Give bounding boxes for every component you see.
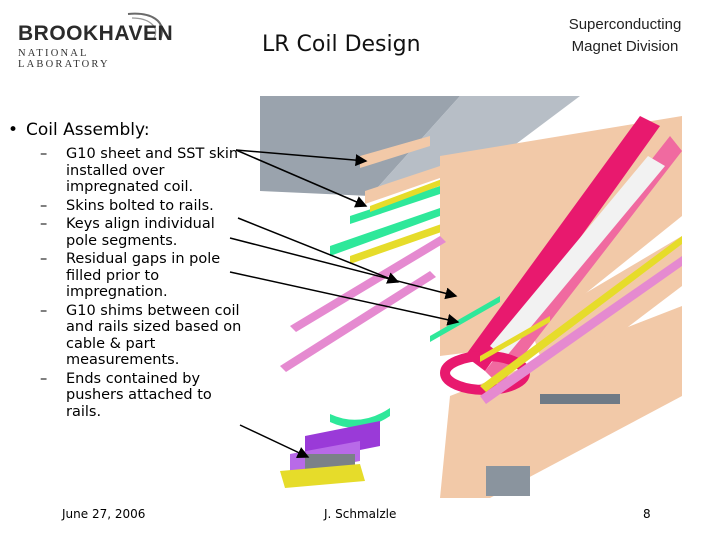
coil-racetrack-left bbox=[465, 116, 660, 371]
main-bullet-text: Coil Assembly: bbox=[26, 120, 150, 140]
g10-sheet bbox=[360, 136, 430, 168]
sub-bullet-text: G10 shims between coil and rails sized b… bbox=[66, 302, 242, 369]
sub-bullet-text: Skins bolted to rails. bbox=[66, 197, 214, 214]
rail-strip-small bbox=[480, 316, 550, 362]
sub-bullet-text: Residual gaps in pole filled prior to im… bbox=[66, 251, 221, 300]
sub-bullet-item: – Keys align individual pole segments. bbox=[40, 216, 250, 249]
rail-strip-right bbox=[480, 236, 682, 392]
brookhaven-logo: BROOKHAVEN NATIONAL LABORATORY bbox=[10, 10, 180, 70]
division-line-1: Superconducting bbox=[568, 16, 682, 33]
label-tag bbox=[540, 394, 620, 404]
g10-shim bbox=[365, 166, 440, 204]
dash-icon: – bbox=[40, 146, 48, 162]
sub-bullet-text: G10 sheet and SST skin installed over im… bbox=[66, 146, 239, 195]
dash-icon: – bbox=[40, 251, 48, 267]
footer-author: J. Schmalzle bbox=[324, 507, 397, 521]
sub-bullet-item: – Skins bolted to rails. bbox=[40, 198, 250, 215]
page-number: 8 bbox=[643, 507, 651, 521]
sub-bullet-item: – Ends contained by pushers attached to r… bbox=[40, 371, 250, 421]
footer-date: June 27, 2006 bbox=[62, 507, 146, 521]
dash-icon: – bbox=[40, 370, 48, 387]
main-bullet: • Coil Assembly: bbox=[8, 120, 150, 140]
division-name: Superconducting Magnet Division bbox=[548, 14, 702, 58]
sub-bullet-text: Keys align individual pole segments. bbox=[66, 216, 215, 249]
label-tag-stack bbox=[486, 466, 530, 496]
dash-icon: – bbox=[40, 197, 48, 214]
logo-wordmark: BROOKHAVEN bbox=[18, 22, 174, 45]
sub-bullet-list: – G10 sheet and SST skin installed over i… bbox=[40, 146, 250, 422]
key-strip bbox=[350, 186, 440, 224]
pink-shim-right bbox=[480, 256, 682, 404]
slide-title: LR Coil Design bbox=[262, 32, 421, 57]
dash-icon: – bbox=[40, 302, 48, 319]
rail-strip bbox=[370, 176, 450, 212]
sub-bullet-text: Ends contained by pushers attached to ra… bbox=[66, 370, 212, 420]
coil-assembly-render bbox=[250, 96, 682, 498]
key-strip-small bbox=[430, 296, 500, 342]
sub-bullet-item: – G10 shims between coil and rails sized … bbox=[40, 303, 250, 369]
pusher-plate bbox=[280, 464, 365, 488]
logo-subtitle: NATIONAL LABORATORY bbox=[18, 48, 110, 70]
division-line-2: Magnet Division bbox=[571, 38, 679, 55]
sub-bullet-item: – Residual gaps in pole filled prior to i… bbox=[40, 251, 250, 301]
bullet-dot-icon: • bbox=[8, 120, 19, 140]
coil-center-channel bbox=[490, 156, 665, 358]
skin-sheet-top-right bbox=[370, 96, 580, 196]
logo-swoosh-icon bbox=[127, 12, 163, 41]
sub-bullet-item: – G10 sheet and SST skin installed over i… bbox=[40, 146, 250, 196]
dash-icon: – bbox=[40, 216, 48, 232]
